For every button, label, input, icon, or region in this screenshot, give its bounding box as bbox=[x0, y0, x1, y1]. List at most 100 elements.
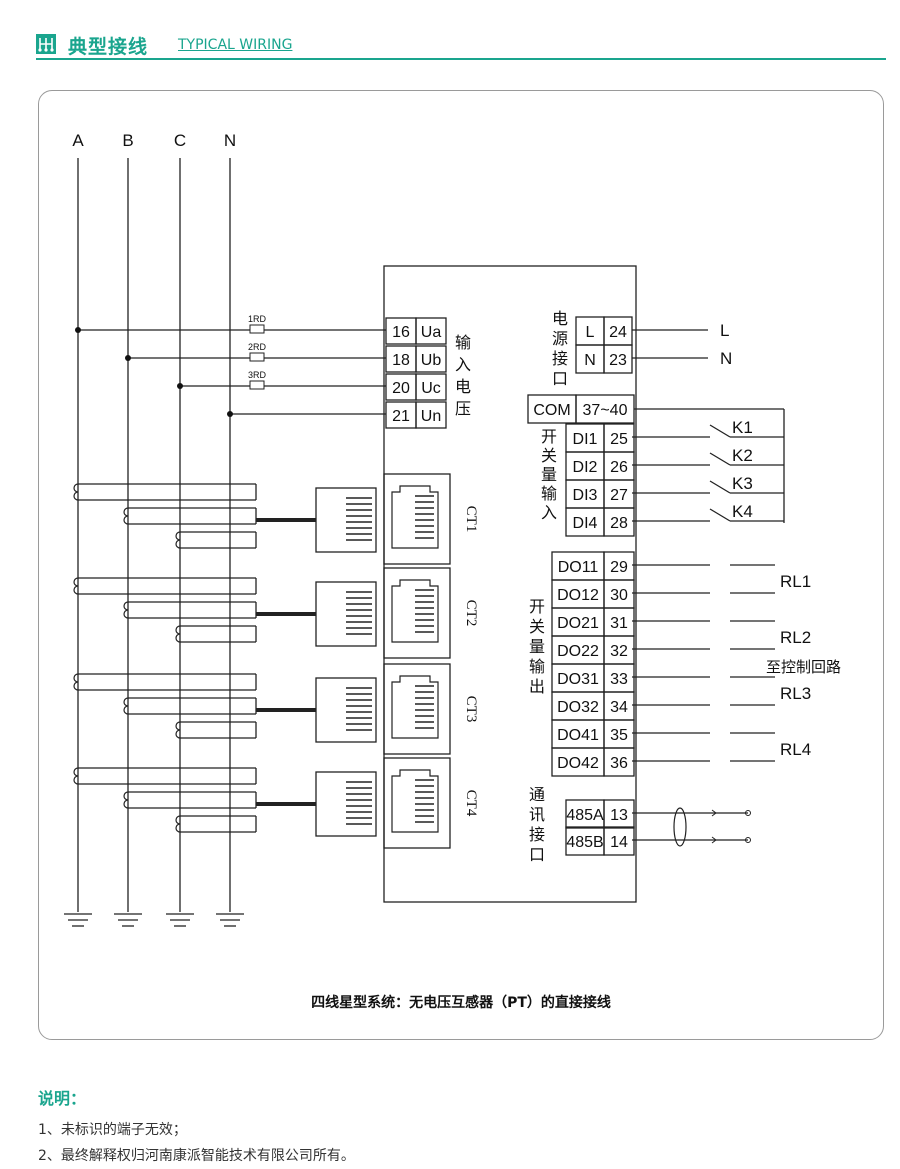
ct-label-ct1: CT1 bbox=[463, 506, 479, 533]
switch-contact-k3 bbox=[709, 480, 731, 494]
di-group-label-char: 输 bbox=[541, 484, 557, 503]
phase-label-b: B bbox=[122, 131, 133, 150]
rj45-socket-icon bbox=[391, 769, 439, 833]
terminal-num-16: 16 bbox=[392, 324, 410, 341]
do-terminal-num-cell bbox=[603, 747, 635, 777]
do-terminal-num-30: 30 bbox=[610, 587, 628, 604]
rj45-socket-icon bbox=[391, 485, 439, 549]
di-group-label-char: 量 bbox=[541, 465, 557, 484]
section-header: 典型接线 TYPICAL WIRING bbox=[36, 30, 886, 60]
junction-dot bbox=[125, 355, 131, 361]
fuse-label-2rd: 2RD bbox=[248, 342, 267, 352]
comm-terminal-num-13: 13 bbox=[610, 807, 628, 824]
voltage-group-label-char: 电 bbox=[455, 377, 471, 396]
di-terminal-name-di3: DI3 bbox=[573, 487, 598, 504]
junction-dot bbox=[75, 327, 81, 333]
comm-terminal-num-cell bbox=[603, 799, 635, 829]
di-terminal-num-25: 25 bbox=[610, 431, 628, 448]
voltage-group-label-char: 输 bbox=[455, 333, 471, 352]
ct-coil-icon bbox=[73, 767, 79, 785]
section-title: 典型接线 bbox=[68, 36, 149, 58]
rj45-socket-icon bbox=[391, 675, 439, 739]
notes-section: 说明： 1、未标识的端子无效； 2、最终解释权归河南康派智能技术有限公司所有。 bbox=[38, 1085, 355, 1169]
comm-group-label-char: 讯 bbox=[529, 805, 545, 824]
ct-coil-icon bbox=[123, 507, 129, 525]
do-terminal-name-do21: DO21 bbox=[557, 615, 599, 632]
power-ext-label-l: L bbox=[720, 321, 729, 340]
do-group-label-char: 输 bbox=[529, 657, 545, 676]
ct-coil-icon bbox=[175, 625, 181, 643]
ct-coil-icon bbox=[123, 697, 129, 715]
junction-dot bbox=[227, 411, 233, 417]
terminal-name-un: Un bbox=[421, 408, 441, 425]
do-terminal-name-do42: DO42 bbox=[557, 755, 599, 772]
fuse-label-3rd: 3RD bbox=[248, 370, 267, 380]
power-terminal-name-n: N bbox=[584, 352, 596, 369]
do-terminal-num-32: 32 bbox=[610, 643, 628, 660]
ct-coil-icon bbox=[123, 601, 129, 619]
ct-label-ct4: CT4 bbox=[463, 790, 479, 817]
fuse-2rd bbox=[249, 352, 265, 362]
com-name: COM bbox=[533, 402, 570, 419]
terminal-num-21: 21 bbox=[392, 408, 410, 425]
comm-group-label-char: 通 bbox=[529, 785, 545, 804]
power-ext-label-n: N bbox=[720, 349, 732, 368]
notes-item-2: 2、最终解释权归河南康派智能技术有限公司所有。 bbox=[38, 1148, 355, 1164]
do-group-label-char: 量 bbox=[529, 637, 545, 656]
arrow-icon bbox=[711, 809, 717, 817]
do-terminal-name-do22: DO22 bbox=[557, 643, 599, 660]
power-terminal-num-24: 24 bbox=[609, 324, 627, 341]
do-terminal-num-34: 34 bbox=[610, 699, 628, 716]
switch-label-k1: K1 bbox=[732, 418, 753, 437]
do-terminal-num-31: 31 bbox=[610, 615, 628, 632]
comm-group-label-char: 接 bbox=[529, 825, 545, 844]
comm-terminal-num-14: 14 bbox=[610, 834, 628, 851]
power-group-label-char: 口 bbox=[552, 369, 568, 388]
fuse-1rd bbox=[249, 324, 265, 334]
di-terminal-num-28: 28 bbox=[610, 515, 628, 532]
terminal-name-ub: Ub bbox=[421, 352, 442, 369]
power-group-label-char: 接 bbox=[552, 349, 568, 368]
do-terminal-num-35: 35 bbox=[610, 727, 628, 744]
switch-label-k2: K2 bbox=[732, 446, 753, 465]
ct-coil-icon bbox=[175, 815, 181, 833]
diagram-caption: 四线星型系统：无电压互感器（PT）的直接接线 bbox=[311, 994, 611, 1011]
relay-label-rl1: RL1 bbox=[780, 572, 811, 591]
ct-label-ct2: CT2 bbox=[463, 600, 479, 627]
terminal-end-icon bbox=[745, 837, 751, 843]
com-num: 37~40 bbox=[583, 402, 628, 419]
comm-group-label-char: 口 bbox=[529, 845, 545, 864]
fuse-label-1rd: 1RD bbox=[248, 314, 267, 324]
terminal-num-20: 20 bbox=[392, 380, 410, 397]
di-terminal-num-cell bbox=[603, 507, 635, 537]
do-group-label-char: 出 bbox=[529, 677, 545, 696]
ct-coil-icon bbox=[73, 483, 79, 501]
ct-coil-icon bbox=[73, 673, 79, 691]
do-group-label-char: 关 bbox=[529, 617, 545, 636]
terminal-name-cell bbox=[415, 373, 447, 401]
switch-contact-k2 bbox=[709, 452, 731, 466]
shield-twist-icon bbox=[673, 807, 687, 847]
di-group-label-char: 入 bbox=[541, 503, 557, 522]
do-terminal-name-do41: DO41 bbox=[557, 727, 599, 744]
ct-coil-icon bbox=[175, 531, 181, 549]
power-group-label-char: 源 bbox=[552, 329, 568, 348]
ct-coil-icon bbox=[175, 721, 181, 739]
di-terminal-name-di4: DI4 bbox=[573, 515, 598, 532]
phase-label-n: N bbox=[224, 131, 236, 150]
do-group-label-char: 开 bbox=[529, 597, 545, 616]
ct-coil-icon bbox=[73, 577, 79, 595]
relay-label-rl3: RL3 bbox=[780, 684, 811, 703]
control-note: 至控制回路 bbox=[766, 658, 841, 676]
di-terminal-name-di2: DI2 bbox=[573, 459, 598, 476]
power-terminal-name-l: L bbox=[586, 324, 595, 341]
ct-coil-icon bbox=[123, 791, 129, 809]
wiring-icon bbox=[36, 34, 56, 54]
ct-port-frame bbox=[383, 473, 451, 565]
rj45-socket-icon bbox=[391, 579, 439, 643]
power-terminal-num-cell bbox=[603, 344, 633, 374]
relay-label-rl2: RL2 bbox=[780, 628, 811, 647]
voltage-group-label-char: 入 bbox=[455, 355, 471, 374]
comm-terminal-num-cell bbox=[603, 826, 635, 856]
